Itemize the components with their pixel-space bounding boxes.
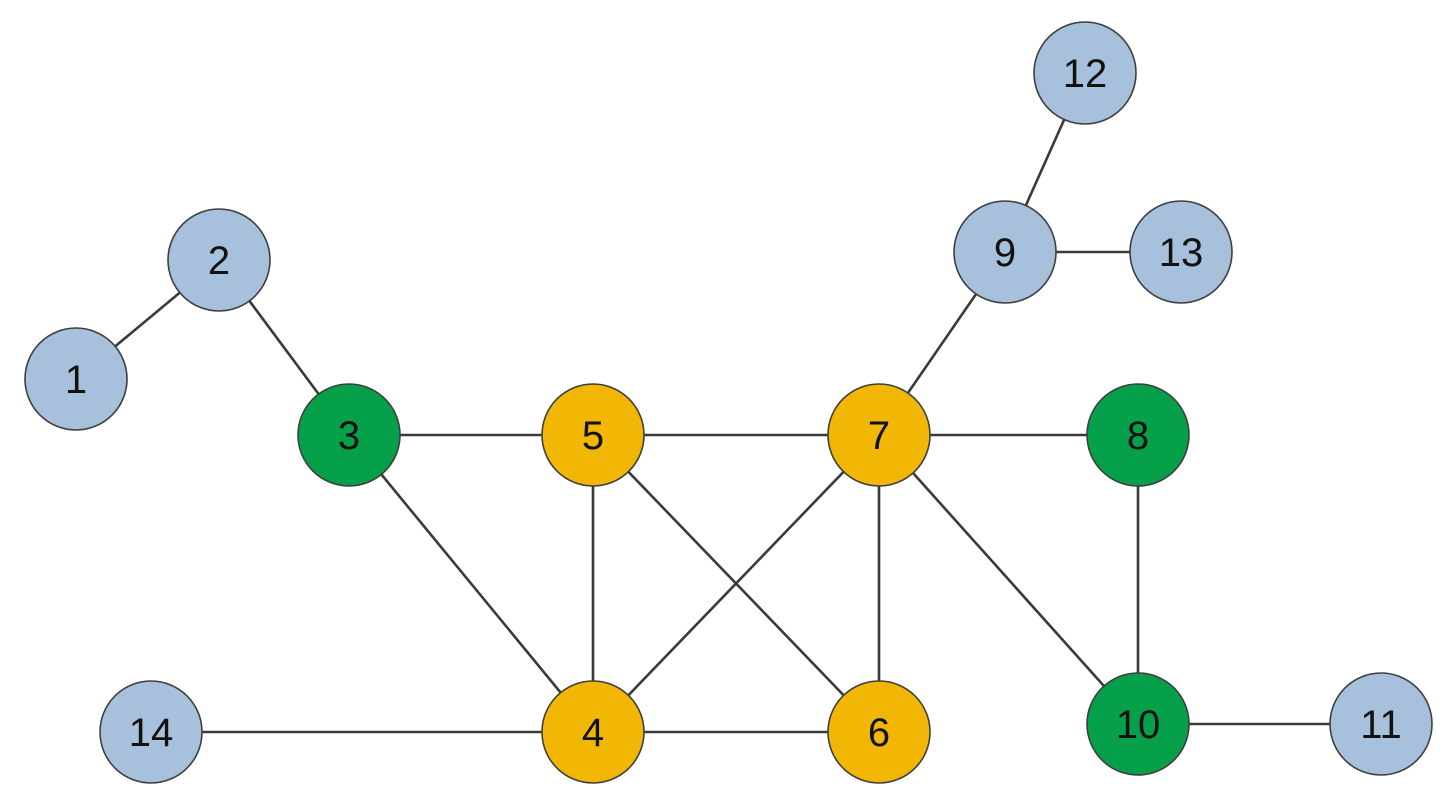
- node-1: 1: [24, 327, 128, 431]
- node-3: 3: [297, 383, 401, 487]
- node-12: 12: [1033, 21, 1137, 125]
- edge-7-10: [878, 434, 1139, 725]
- node-label: 14: [129, 711, 174, 755]
- node-14: 14: [99, 680, 203, 784]
- node-label: 8: [1127, 414, 1149, 458]
- node-label: 3: [338, 414, 360, 458]
- node-11: 11: [1329, 672, 1433, 776]
- node-5: 5: [541, 383, 645, 487]
- node-6: 6: [827, 680, 931, 784]
- edges-layer: [75, 72, 1381, 734]
- edge-7-4: [592, 434, 880, 733]
- node-circle: [541, 680, 645, 784]
- node-8: 8: [1086, 383, 1190, 487]
- edge-3-4: [347, 434, 595, 733]
- node-circle: [99, 680, 203, 784]
- node-circle: [827, 680, 931, 784]
- node-label: 7: [868, 414, 890, 458]
- node-circle: [297, 383, 401, 487]
- node-10: 10: [1086, 672, 1190, 776]
- node-circle: [167, 208, 271, 312]
- node-label: 6: [868, 711, 890, 755]
- node-circle: [541, 383, 645, 487]
- node-circle: [24, 327, 128, 431]
- node-label: 12: [1063, 52, 1108, 96]
- node-circle: [1129, 200, 1233, 304]
- node-13: 13: [1129, 200, 1233, 304]
- node-circle: [1033, 21, 1137, 125]
- node-circle: [953, 200, 1057, 304]
- node-label: 2: [208, 239, 230, 283]
- node-label: 4: [582, 711, 604, 755]
- node-circle: [1086, 383, 1190, 487]
- node-label: 11: [1360, 703, 1402, 747]
- node-2: 2: [167, 208, 271, 312]
- node-circle: [1329, 672, 1433, 776]
- node-7: 7: [827, 383, 931, 487]
- node-9: 9: [953, 200, 1057, 304]
- node-circle: [1086, 672, 1190, 776]
- node-4: 4: [541, 680, 645, 784]
- node-label: 1: [65, 358, 87, 402]
- node-label: 13: [1159, 231, 1204, 275]
- node-label: 10: [1116, 703, 1161, 747]
- node-label: 9: [994, 231, 1016, 275]
- node-circle: [827, 383, 931, 487]
- node-label: 5: [582, 414, 604, 458]
